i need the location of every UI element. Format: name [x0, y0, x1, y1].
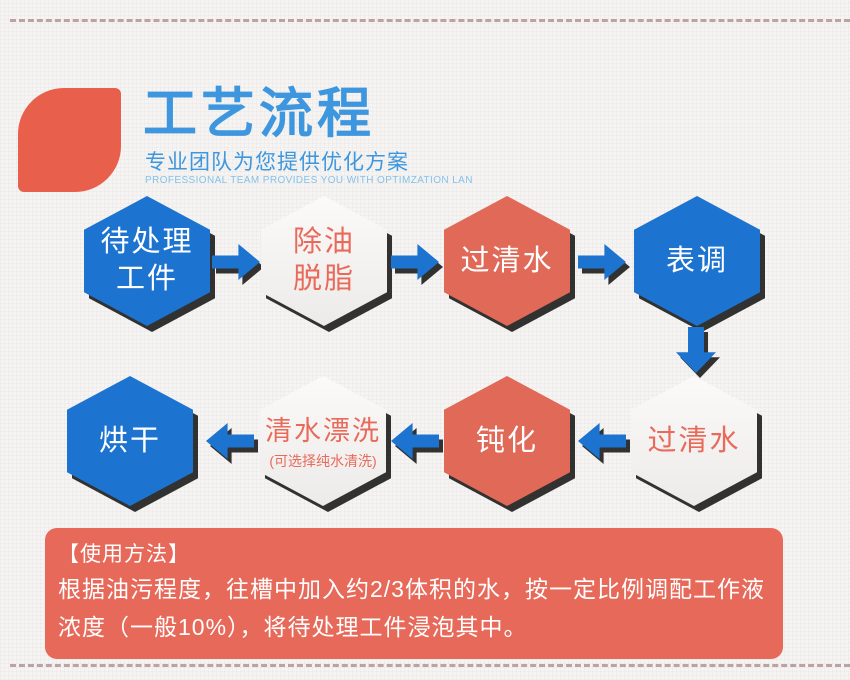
- flow-node-label: 工件: [115, 263, 178, 295]
- arrow-left-icon: [206, 423, 258, 464]
- flow-node-rinse-2: 过清水: [631, 376, 762, 512]
- flow-node-pending-workpiece: 待处理 工件: [84, 196, 215, 332]
- page-title: 工艺流程: [143, 84, 375, 144]
- flow-node-label: 表调: [665, 244, 728, 277]
- flow-node-label: 待处理: [100, 226, 194, 258]
- flow-node-rinse-1: 过清水: [444, 196, 575, 332]
- arrow-left-icon: [578, 423, 630, 464]
- usage-text-line-2: 浓度（一般10%），将待处理工件浸泡其中。: [58, 614, 528, 640]
- flow-node-label: 钝化: [475, 424, 538, 457]
- flow-node-label: 除油: [292, 226, 355, 258]
- arrow-down-icon: [676, 327, 720, 378]
- page-subtitle-english: PROFESSIONAL TEAM PROVIDES YOU WITH OPTI…: [145, 175, 473, 186]
- flow-node-sublabel: (可选择纯水清洗): [269, 452, 377, 469]
- flow-node-label: 过清水: [460, 244, 554, 277]
- flow-node-label: 过清水: [647, 424, 741, 457]
- usage-instructions-box: 【使用方法】 根据油污程度，往槽中加入约2/3体积的水，按一定比例调配工作液 浓…: [45, 528, 783, 659]
- arrow-left-icon: [391, 423, 443, 464]
- flow-node-label: 清水漂洗: [265, 415, 381, 446]
- flow-node-label: 脱脂: [292, 263, 355, 295]
- arrow-right-icon: [212, 244, 264, 285]
- flow-node-water-rinse: 清水漂洗 (可选择纯水清洗): [260, 376, 391, 512]
- page-subtitle: 专业团队为您提供优化方案: [145, 151, 409, 174]
- usage-text-line-1: 根据油污程度，往槽中加入约2/3体积的水，按一定比例调配工作液: [58, 576, 765, 602]
- bottom-dashed-divider: [10, 664, 850, 667]
- usage-heading: 【使用方法】: [58, 543, 190, 566]
- flow-node-passivation: 钝化: [444, 376, 575, 512]
- flow-node-drying: 烘干: [67, 376, 198, 512]
- flow-node-surface-conditioning: 表调: [634, 196, 765, 332]
- top-dashed-divider: [10, 19, 850, 22]
- arrow-right-icon: [391, 244, 443, 285]
- arrow-right-icon: [578, 244, 630, 285]
- flow-node-degreasing: 除油 脱脂: [261, 196, 392, 332]
- flow-node-label: 烘干: [98, 424, 161, 457]
- accent-leaf-shape: [18, 88, 121, 192]
